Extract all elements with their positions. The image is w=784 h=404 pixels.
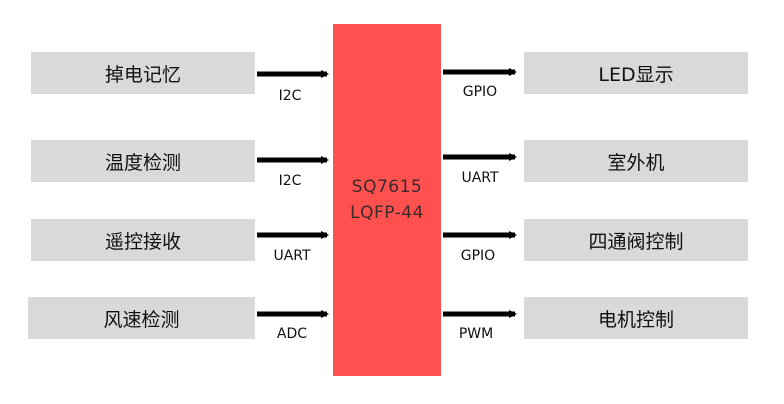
- output-label: 电机控制: [597, 308, 674, 331]
- output-box-valve: 四通阀控制: [524, 219, 748, 261]
- mcu-package: LQFP-44: [350, 203, 424, 223]
- input-label: 掉电记忆: [104, 63, 181, 86]
- bus-label-in-3: UART: [273, 248, 311, 264]
- input-box-wind-speed: 风速检测: [28, 297, 255, 339]
- bus-label-in-1: I2C: [278, 88, 302, 104]
- bus-label-out-2: UART: [461, 170, 499, 186]
- output-box-outdoor-unit: 室外机: [524, 140, 748, 182]
- output-label: LED显示: [598, 63, 674, 86]
- input-box-power-memory: 掉电记忆: [31, 52, 255, 94]
- mcu-block: SQ7615 LQFP-44: [333, 24, 441, 376]
- output-box-motor: 电机控制: [524, 297, 748, 339]
- mcu-name: SQ7615: [351, 177, 423, 197]
- bus-label-out-3: GPIO: [460, 248, 496, 264]
- output-label: 四通阀控制: [588, 230, 684, 253]
- input-box-temperature: 温度检测: [31, 140, 255, 182]
- output-box-led: LED显示: [524, 52, 748, 94]
- bus-label-out-4: PWM: [458, 326, 494, 342]
- input-label: 温度检测: [104, 151, 181, 174]
- input-label: 遥控接收: [104, 230, 181, 253]
- bus-label-in-4: ADC: [276, 326, 308, 342]
- input-box-remote: 遥控接收: [31, 219, 255, 261]
- output-label: 室外机: [607, 151, 665, 174]
- bus-label-out-1: GPIO: [462, 84, 498, 100]
- input-label: 风速检测: [103, 308, 180, 331]
- bus-label-in-2: I2C: [278, 173, 302, 189]
